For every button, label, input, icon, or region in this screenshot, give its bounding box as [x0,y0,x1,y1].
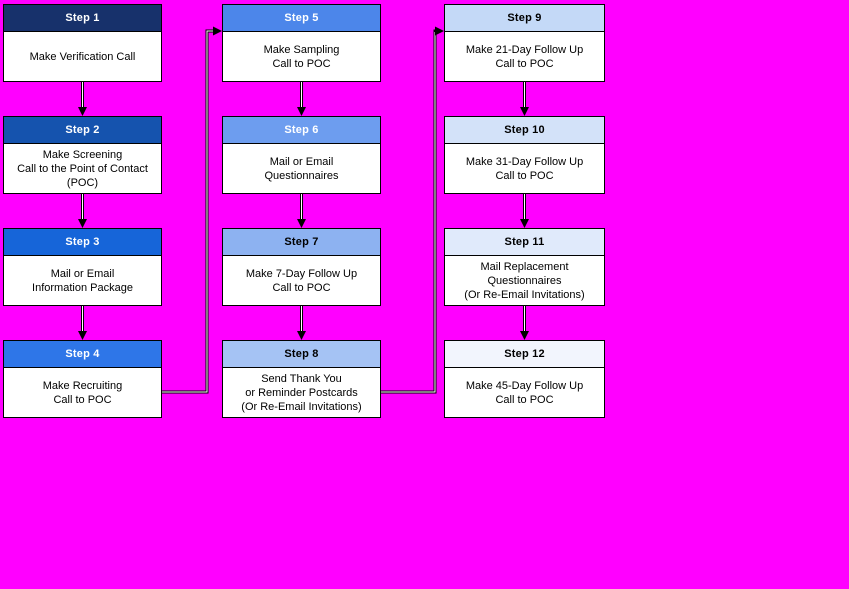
connector-step7-step8 [297,306,306,340]
connector-step1-step2 [78,82,87,116]
step-2-header: Step 2 [4,117,161,144]
step-12-header: Step 12 [445,341,604,368]
step-10-body: Make 31-Day Follow Up Call to POC [465,155,584,182]
step-4-header: Step 4 [4,341,161,368]
step-11-box: Step 11 Mail Replacement Questionnaires … [444,228,605,306]
step-4-body: Make Recruiting Call to POC [42,379,123,406]
step-2-body: Make Screening Call to the Point of Cont… [17,148,148,189]
step-3-header: Step 3 [4,229,161,256]
connector-step3-step4 [78,306,87,340]
step-1-box: Step 1 Make Verification Call [3,4,162,82]
step-5-box: Step 5 Make Sampling Call to POC [222,4,381,82]
step-12-box: Step 12 Make 45-Day Follow Up Call to PO… [444,340,605,418]
step-12-body: Make 45-Day Follow Up Call to POC [465,379,584,406]
step-8-body: Send Thank You or Reminder Postcards (Or… [241,372,362,413]
connector-step8-step9 [381,26,444,394]
step-1-body: Make Verification Call [29,50,136,63]
step-9-box: Step 9 Make 21-Day Follow Up Call to POC [444,4,605,82]
step-6-header: Step 6 [223,117,380,144]
step-4-box: Step 4 Make Recruiting Call to POC [3,340,162,418]
step-9-header: Step 9 [445,5,604,32]
step-2-box: Step 2 Make Screening Call to the Point … [3,116,162,194]
connector-step4-step5 [162,26,222,394]
step-3-box: Step 3 Mail or Email Information Package [3,228,162,306]
step-3-body: Mail or Email Information Package [32,267,133,294]
connector-step11-step12 [520,306,529,340]
step-5-body: Make Sampling Call to POC [263,43,340,70]
connector-step5-step6 [297,82,306,116]
step-10-box: Step 10 Make 31-Day Follow Up Call to PO… [444,116,605,194]
step-7-header: Step 7 [223,229,380,256]
step-1-header: Step 1 [4,5,161,32]
step-8-header: Step 8 [223,341,380,368]
step-11-header: Step 11 [445,229,604,256]
step-7-body: Make 7-Day Follow Up Call to POC [245,267,358,294]
connector-step10-step11 [520,194,529,228]
step-6-box: Step 6 Mail or Email Questionnaires [222,116,381,194]
connector-step9-step10 [520,82,529,116]
step-6-body: Mail or Email Questionnaires [264,155,339,182]
connector-step2-step3 [78,194,87,228]
step-10-header: Step 10 [445,117,604,144]
step-9-body: Make 21-Day Follow Up Call to POC [465,43,584,70]
step-5-header: Step 5 [223,5,380,32]
connector-step6-step7 [297,194,306,228]
step-11-body: Mail Replacement Questionnaires (Or Re-E… [464,260,585,301]
step-7-box: Step 7 Make 7-Day Follow Up Call to POC [222,228,381,306]
step-8-box: Step 8 Send Thank You or Reminder Postca… [222,340,381,418]
